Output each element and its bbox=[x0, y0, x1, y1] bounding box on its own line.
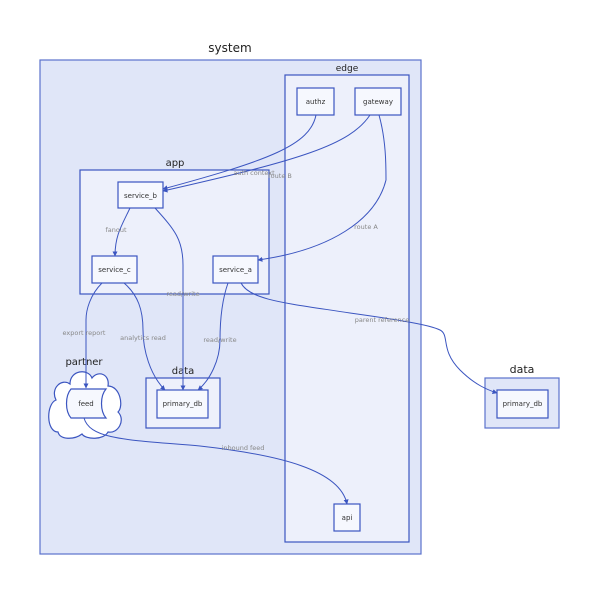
edge-label-read-write-b: read/write bbox=[166, 290, 199, 298]
edge-labels: auth context route B route A fanout read… bbox=[63, 169, 410, 452]
edge-service-b-primary-db[interactable] bbox=[154, 207, 186, 391]
edge-gateway-service-b[interactable] bbox=[162, 114, 371, 193]
node-primary-db-inner[interactable]: primary_db bbox=[156, 389, 209, 419]
edge-feed-api[interactable] bbox=[83, 417, 349, 505]
node-api[interactable]: api bbox=[333, 503, 361, 532]
edge-service-a-primary-db[interactable] bbox=[197, 282, 229, 391]
edge-label-analytics-read: analytics read bbox=[120, 334, 166, 342]
node-feed-label: feed bbox=[78, 400, 94, 408]
node-service-a-label: service_a bbox=[219, 266, 252, 274]
edge-label-route-b: route B bbox=[268, 172, 292, 180]
edge-label-parent-reference: parent reference bbox=[355, 316, 409, 324]
node-primary-db-outer[interactable]: primary_db bbox=[496, 389, 549, 419]
node-service-c[interactable]: service_c bbox=[91, 255, 138, 284]
node-primary-db-inner-label: primary_db bbox=[163, 400, 203, 408]
feed-queue-shape bbox=[65, 388, 108, 419]
edge-label-inbound-feed: inbound feed bbox=[222, 444, 265, 452]
node-authz-label: authz bbox=[306, 98, 326, 106]
node-service-c-label: service_c bbox=[98, 266, 131, 274]
edge-label-auth-context: auth context bbox=[233, 169, 275, 177]
cluster-edge-title: edge bbox=[336, 64, 359, 74]
node-primary-db-outer-label: primary_db bbox=[503, 400, 543, 408]
node-authz[interactable]: authz bbox=[296, 87, 335, 116]
node-service-b-label: service_b bbox=[124, 192, 158, 200]
edge-gateway-service-a[interactable] bbox=[257, 114, 387, 262]
cluster-system-title: system bbox=[208, 41, 251, 55]
node-api-label: api bbox=[342, 514, 353, 522]
cluster-edge: edge bbox=[284, 64, 410, 543]
node-service-b[interactable]: service_b bbox=[117, 181, 164, 209]
edge-service-c-feed[interactable] bbox=[83, 282, 103, 389]
node-service-a[interactable]: service_a bbox=[212, 255, 259, 284]
edge-service-c-primary-db[interactable] bbox=[123, 282, 166, 391]
edge-authz-service-b[interactable] bbox=[162, 114, 317, 191]
node-feed[interactable]: feed bbox=[65, 388, 108, 419]
edge-label-read-write-a: read/write bbox=[203, 336, 236, 344]
cluster-data-outer-title: data bbox=[510, 363, 535, 376]
edge-service-a-primary-db-outer[interactable] bbox=[240, 282, 498, 394]
edge-label-export-report: export report bbox=[63, 329, 106, 337]
node-gateway[interactable]: gateway bbox=[354, 87, 402, 116]
node-gateway-label: gateway bbox=[363, 98, 393, 106]
edge-label-fanout: fanout bbox=[105, 226, 126, 234]
edge-label-route-a: route A bbox=[354, 223, 378, 231]
cluster-app-title: app bbox=[166, 158, 185, 169]
cluster-partner-title: partner bbox=[65, 357, 103, 368]
edges bbox=[83, 114, 498, 505]
edge-service-b-service-c[interactable] bbox=[112, 207, 131, 257]
